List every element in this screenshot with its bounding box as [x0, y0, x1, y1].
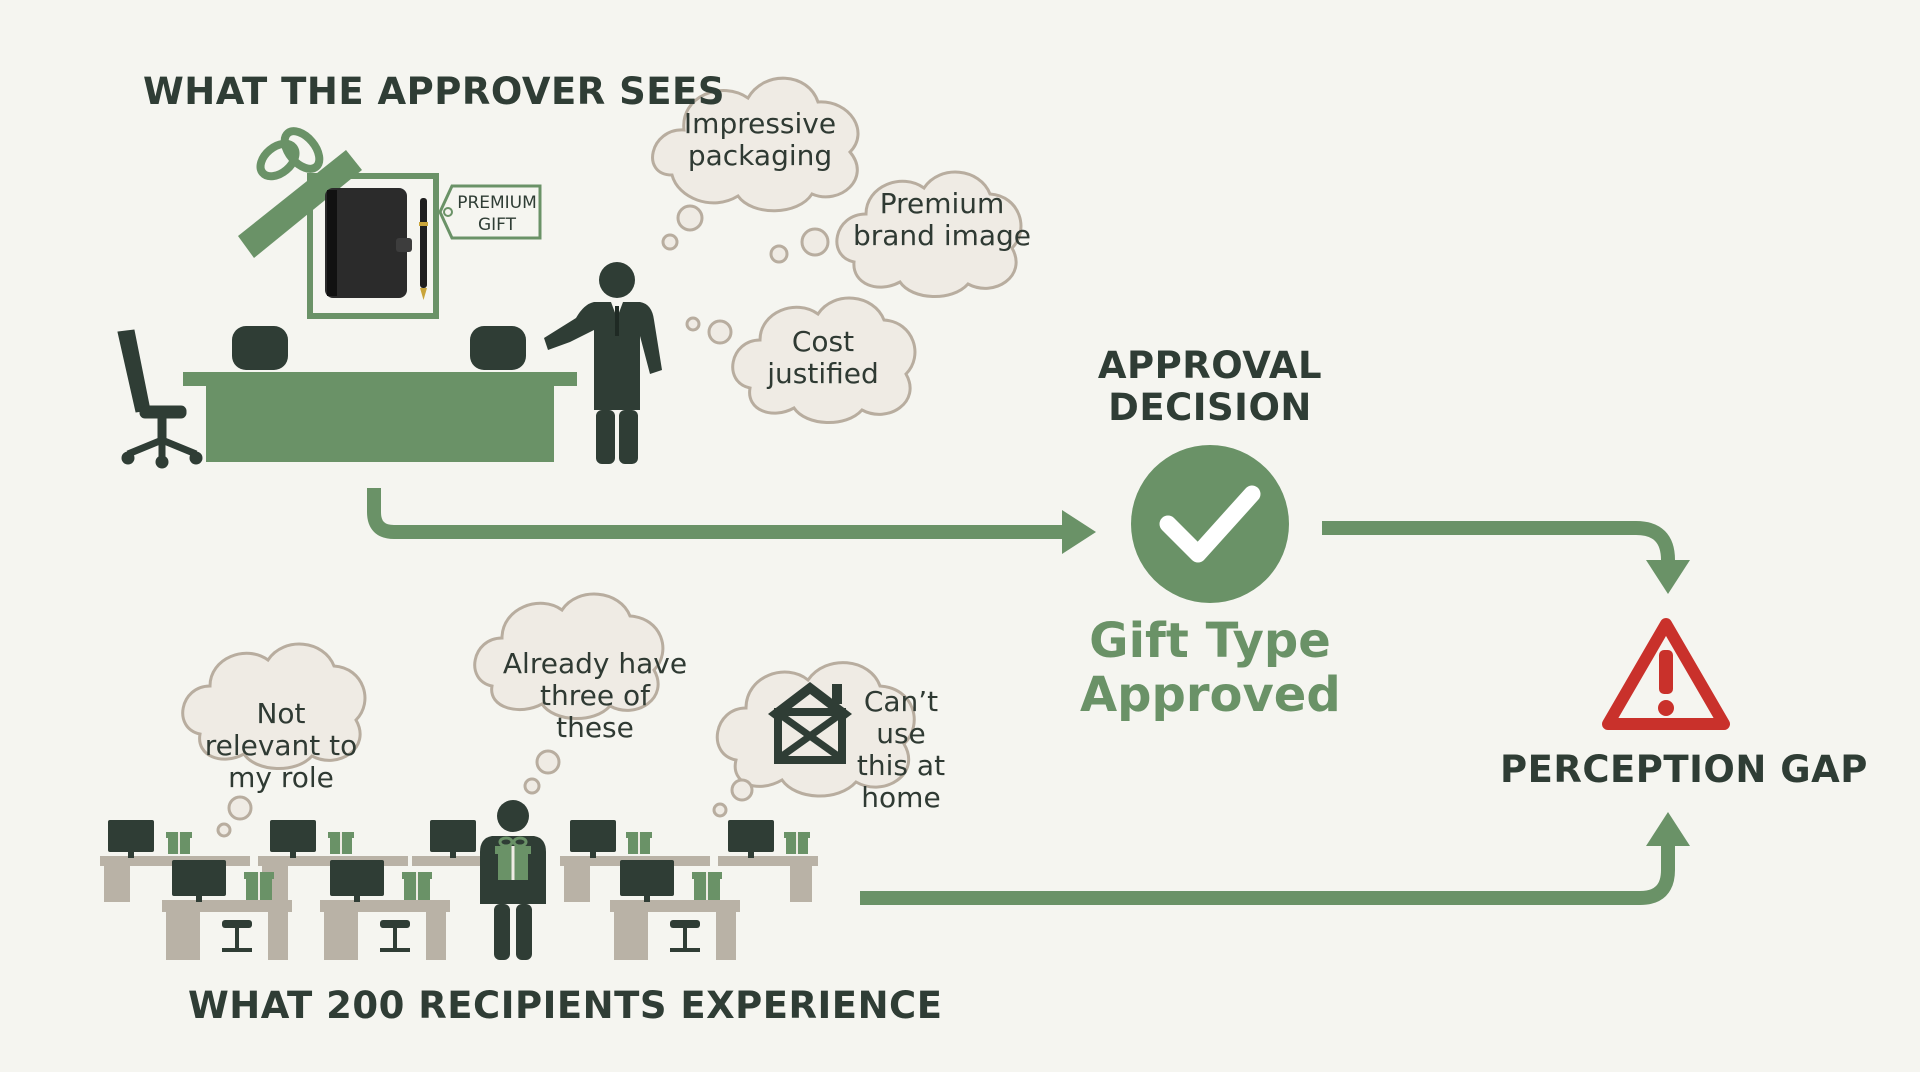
approver-flow-arrow	[367, 488, 1096, 554]
perception-gap-title: PERCEPTION GAP	[1500, 748, 1868, 791]
conference-desk	[183, 326, 577, 462]
workstation	[320, 860, 450, 960]
thought-not-relevant: Not relevant to my role	[204, 697, 358, 794]
person-icon	[544, 262, 662, 464]
checkmark-icon	[1159, 485, 1261, 563]
recipients-flow-arrow	[860, 812, 1690, 905]
planner-icon	[325, 188, 412, 298]
thought-premium-brand-image: Premium brand image	[852, 187, 1032, 252]
office-chair-icon	[117, 329, 203, 469]
workstation	[610, 860, 740, 960]
premium-gift-tag: PREMIUM GIFT	[438, 184, 542, 240]
tag-label-line-1: PREMIUM	[457, 193, 537, 213]
pen-icon	[419, 198, 428, 300]
warning-icon	[1602, 618, 1730, 730]
approver-thought-bubbles	[651, 76, 1023, 424]
premium-gift-display	[238, 127, 439, 319]
thought-cost-justified: Cost justified	[767, 325, 879, 390]
tag-label-line-2: GIFT	[478, 215, 517, 235]
approver-section-title: WHAT THE APPROVER SEES	[143, 70, 725, 113]
workstation	[162, 860, 292, 960]
workstation	[718, 820, 818, 902]
recipients-section-title: WHAT 200 RECIPIENTS EXPERIENCE	[188, 984, 943, 1027]
workstation	[412, 820, 502, 866]
gift-box-icon	[238, 127, 362, 258]
approval-status-text: Gift Type Approved	[1080, 613, 1341, 723]
decision-flow-arrow	[1322, 521, 1690, 594]
thought-cant-use-at-home: Can’t use this at home	[856, 685, 946, 814]
thought-impressive-packaging: Impressive packaging	[683, 107, 837, 172]
house-broken-icon	[768, 682, 852, 764]
decision-title: APPROVAL DECISION	[1097, 344, 1323, 429]
recipient-workstations	[100, 820, 818, 960]
recipient-person-icon	[480, 800, 546, 960]
approval-check-circle	[1131, 445, 1289, 603]
thought-already-have: Already have three of these	[502, 647, 688, 744]
